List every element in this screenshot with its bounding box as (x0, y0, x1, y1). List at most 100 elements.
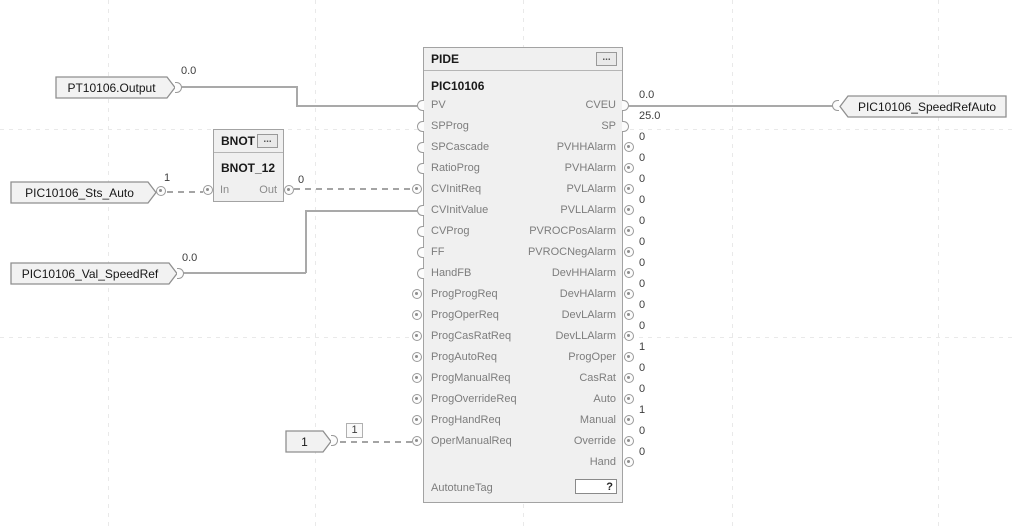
bnot-out-pin[interactable] (284, 185, 294, 195)
output-pin[interactable] (624, 184, 634, 194)
bnot-block[interactable]: BNOT ... BNOT_12 In Out (213, 129, 284, 202)
pide-input-label: ProgManualReq (431, 372, 511, 384)
output-value: 0 (639, 194, 646, 206)
pide-output-label: CasRat (579, 372, 616, 384)
bnot-block-header: BNOT ... (214, 130, 283, 153)
pide-row: ProgManualReq CasRat 0 (412, 362, 645, 389)
input-pin[interactable] (417, 142, 424, 153)
input-pin[interactable] (417, 247, 424, 258)
wire-sts-auto-to-bnot[interactable] (167, 191, 203, 193)
tag-pic10106-val-speedref[interactable]: PIC10106_Val_SpeedRef (10, 262, 178, 285)
pide-row: Hand 0 (424, 446, 645, 473)
input-pin[interactable] (412, 394, 422, 404)
input-pin[interactable] (412, 373, 422, 383)
pide-output-label: PVROCNegAlarm (527, 246, 616, 258)
pide-input-label: RatioProg (431, 162, 480, 174)
input-pin[interactable] (417, 100, 424, 111)
wire-cvinitvalue[interactable] (305, 210, 307, 273)
output-pin[interactable] (624, 436, 634, 446)
output-pin[interactable] (624, 352, 634, 362)
input-pin[interactable] (417, 205, 424, 216)
tag-pic10106-sts-auto[interactable]: PIC10106_Sts_Auto (10, 181, 157, 204)
input-pin[interactable] (412, 415, 422, 425)
wire-bnot-to-cvinitreq[interactable] (294, 188, 416, 190)
input-pin[interactable] (412, 289, 422, 299)
pide-output-label: DevHAlarm (559, 288, 616, 300)
output-value: 0 (639, 320, 646, 332)
bnot-in-pin[interactable] (203, 185, 213, 195)
pide-input-label: OperManualReq (431, 435, 512, 447)
pide-row: CVInitValue PVLLAlarm 0 (417, 194, 645, 221)
tag-shape (285, 430, 332, 453)
wire-const-to-opermanualreq[interactable] (340, 441, 416, 443)
output-pin[interactable] (624, 457, 634, 467)
output-pin[interactable] (624, 289, 634, 299)
bnot-properties-button[interactable]: ... (257, 134, 278, 148)
output-pin[interactable] (624, 142, 634, 152)
pide-block-type: PIDE (431, 52, 460, 66)
input-pin[interactable] (417, 268, 424, 279)
output-pin[interactable] (624, 394, 634, 404)
pide-output-label: Hand (589, 456, 616, 468)
output-value: 0 (639, 383, 646, 395)
input-pin[interactable] (417, 121, 424, 132)
output-pin[interactable] (624, 226, 634, 236)
pide-row: OperManualReq Override 0 (412, 425, 645, 452)
output-pin[interactable] (622, 100, 629, 111)
tag-constant-1[interactable]: 1 (285, 430, 332, 453)
pide-block[interactable]: PIDE ... PIC10106 PV CVEU 0.0 SPProg SP … (412, 47, 660, 503)
wire-cveu[interactable] (628, 105, 833, 107)
wire-value: 0.0 (181, 65, 197, 77)
pide-row: PV CVEU 0.0 (417, 89, 654, 116)
output-pin[interactable] (624, 310, 634, 320)
input-pin[interactable] (417, 163, 424, 174)
wire-pv[interactable] (296, 86, 298, 106)
tag-pt10106-output[interactable]: PT10106.Output (55, 76, 176, 99)
input-pin[interactable] (412, 184, 422, 194)
input-pin[interactable] (412, 352, 422, 362)
tag-output-pin[interactable] (177, 268, 184, 279)
output-pin[interactable] (624, 163, 634, 173)
tag-pic10106-speedrefauto[interactable]: PIC10106_SpeedRefAuto (839, 95, 1007, 118)
pide-input-label: ProgCasRatReq (431, 330, 512, 342)
output-pin[interactable] (624, 415, 634, 425)
tag-label: PIC10106_Val_SpeedRef (21, 266, 159, 281)
bnot-block-type: BNOT (221, 134, 255, 148)
tag-output-pin[interactable] (156, 186, 166, 196)
autotune-tag-value-box[interactable]: ? (575, 479, 617, 494)
output-pin[interactable] (624, 205, 634, 215)
output-pin[interactable] (624, 247, 634, 257)
wire-pv[interactable] (182, 86, 297, 88)
tag-label: PT10106.Output (67, 80, 156, 95)
input-pin[interactable] (412, 436, 422, 446)
output-pin[interactable] (624, 268, 634, 278)
input-pin[interactable] (417, 226, 424, 237)
tag-label: 1 (301, 434, 308, 449)
pide-output-label: Manual (579, 414, 616, 426)
tag-input-pin[interactable] (832, 100, 839, 111)
tag-shape (839, 95, 1007, 118)
pide-output-label: CVEU (585, 99, 616, 111)
tag-output-pin[interactable] (175, 82, 182, 93)
wire-value: 0.0 (182, 252, 198, 264)
output-value: 0 (639, 299, 646, 311)
output-pin[interactable] (624, 373, 634, 383)
grid-line (938, 0, 939, 528)
output-value: 0 (639, 131, 646, 143)
grid-line (732, 0, 733, 528)
bnot-in-label: In (220, 184, 230, 196)
output-pin[interactable] (622, 121, 629, 132)
input-pin[interactable] (412, 310, 422, 320)
pide-input-label: ProgOperReq (431, 309, 499, 321)
pide-input-label: SPCascade (431, 141, 490, 153)
tag-output-pin[interactable] (331, 435, 338, 446)
output-pin[interactable] (624, 331, 634, 341)
pide-output-label: ProgOper (568, 351, 616, 363)
pide-properties-button[interactable]: ... (596, 52, 617, 66)
wire-cvinitvalue[interactable] (183, 272, 306, 274)
wire-pv[interactable] (296, 105, 417, 107)
wire-cvinitvalue[interactable] (305, 210, 417, 212)
pide-output-label: Auto (593, 393, 616, 405)
input-pin[interactable] (412, 331, 422, 341)
